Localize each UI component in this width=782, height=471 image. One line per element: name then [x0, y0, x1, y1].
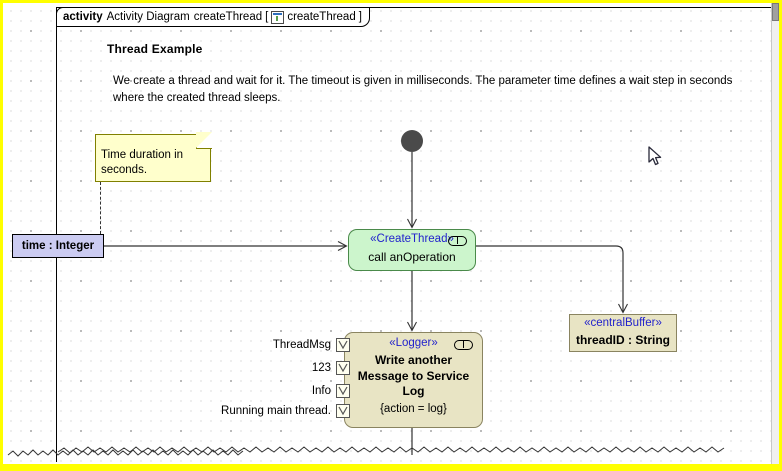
input-pin-label: ThreadMsg — [272, 339, 331, 351]
call-operation-icon — [448, 236, 467, 246]
mouse-pointer-icon — [648, 146, 662, 166]
call-operation-icon — [454, 340, 473, 350]
central-buffer-node[interactable]: «centralBuffer» threadID : String — [569, 314, 677, 352]
comment-note[interactable]: Time duration in seconds. — [95, 132, 212, 182]
input-pin-label: 123 — [311, 362, 331, 374]
frame-inner-name: createThread — [287, 11, 356, 23]
frame-keyword: activity — [63, 11, 103, 23]
diagram-canvas[interactable]: activity Activity Diagram createThread [… — [3, 3, 773, 464]
pin-arrow-icon — [338, 340, 348, 350]
action-stereotype: «Logger» — [389, 337, 438, 349]
pin-arrow-icon — [338, 363, 348, 373]
frame-name: createThread — [193, 11, 263, 23]
input-pin[interactable] — [336, 338, 350, 352]
note-fold-corner — [196, 132, 212, 149]
activity-frame-header[interactable]: activity Activity Diagram createThread [… — [56, 7, 370, 27]
activity-diagram-icon — [271, 10, 285, 24]
edge-createthread-to-centralbuffer — [476, 245, 628, 314]
pin-arrow-icon — [338, 406, 348, 416]
action-name: call anOperation — [368, 250, 456, 264]
edge-layer — [7, 152, 725, 457]
input-pin[interactable] — [336, 404, 350, 418]
vertical-scrollbar[interactable] — [771, 3, 779, 464]
frame-bracket-close: ] — [358, 11, 362, 23]
central-buffer-stereotype: «centralBuffer» — [584, 317, 662, 329]
note-text: Time duration in seconds. — [101, 149, 184, 176]
activity-parameter-node-time[interactable]: time : Integer — [12, 234, 104, 258]
input-pin-label: Info — [311, 385, 331, 397]
action-name: Write another Message to Service Log — [357, 353, 470, 398]
note-anchor-line — [100, 182, 101, 234]
pin-arrow-icon — [338, 386, 348, 396]
frame-type-label: Activity Diagram — [106, 11, 190, 23]
action-logger[interactable]: «Logger» Write another Message to Servic… — [344, 332, 483, 428]
initial-node[interactable] — [401, 130, 423, 152]
torn-edge-indicator — [57, 446, 725, 454]
diagram-title: Thread Example — [107, 42, 203, 56]
action-tagged-value: {action = log} — [380, 403, 447, 415]
input-pin[interactable] — [336, 384, 350, 398]
diagram-description: We create a thread and wait for it. The … — [113, 75, 733, 104]
input-pin-label: Running main thread. — [221, 405, 331, 417]
torn-edge-indicator-outer — [7, 449, 244, 457]
central-buffer-name: threadID : String — [575, 333, 670, 347]
scrollbar-thumb[interactable] — [772, 3, 779, 21]
input-pin[interactable] — [336, 361, 350, 375]
action-create-thread[interactable]: «CreateThread» call anOperation — [348, 229, 476, 271]
frame-bracket-open: [ — [265, 11, 269, 23]
action-stereotype: «CreateThread» — [370, 233, 454, 245]
note-body — [95, 134, 211, 182]
